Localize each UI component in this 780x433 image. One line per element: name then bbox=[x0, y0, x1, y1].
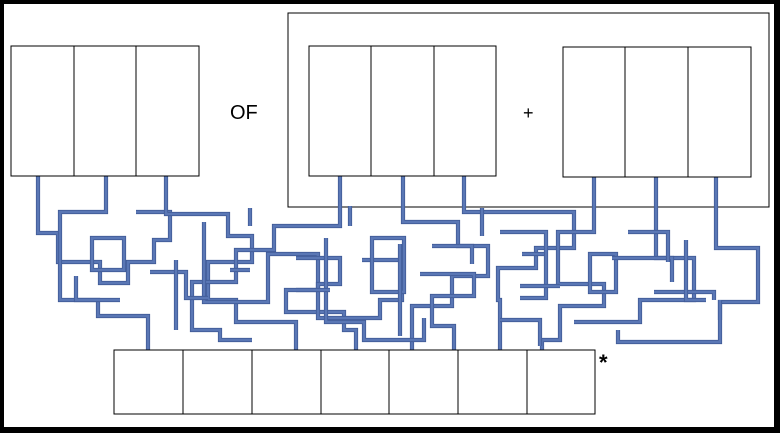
wires bbox=[35, 176, 761, 350]
plus-label: + bbox=[523, 103, 534, 123]
wire-edge bbox=[323, 238, 427, 343]
wire bbox=[324, 238, 426, 342]
wire bbox=[90, 236, 126, 272]
middle-cell-3 bbox=[433, 45, 497, 177]
wire bbox=[74, 276, 120, 302]
star-label: * bbox=[599, 350, 608, 375]
wire bbox=[628, 230, 670, 262]
wire bbox=[432, 244, 474, 264]
wire bbox=[190, 176, 342, 342]
wire bbox=[370, 236, 406, 294]
wire-edge bbox=[500, 317, 543, 346]
wire bbox=[588, 252, 618, 294]
bottom-cell-5 bbox=[388, 349, 459, 415]
left-group bbox=[10, 45, 200, 177]
of-label: OF bbox=[230, 102, 258, 124]
bottom-cell-1 bbox=[113, 349, 184, 415]
wire-edge bbox=[89, 235, 127, 273]
wire-edge bbox=[612, 255, 675, 282]
wire-edge bbox=[432, 243, 475, 264]
left-cell-1 bbox=[10, 45, 75, 177]
right-group bbox=[562, 46, 752, 178]
wire bbox=[462, 176, 576, 350]
bottom-group bbox=[113, 349, 596, 415]
bottom-cell-3 bbox=[251, 349, 322, 415]
wire bbox=[164, 176, 298, 350]
wire-edge bbox=[150, 269, 208, 301]
left-cell-2 bbox=[73, 45, 137, 177]
bottom-cell-7 bbox=[526, 349, 596, 415]
bottom-cell-6 bbox=[457, 349, 528, 415]
wire bbox=[420, 272, 476, 350]
wire bbox=[616, 177, 760, 344]
left-cell-3 bbox=[135, 45, 200, 177]
enclosing-box bbox=[287, 12, 770, 208]
middle-cell-1 bbox=[308, 45, 372, 177]
right-cell-2 bbox=[624, 46, 689, 178]
right-cell-3 bbox=[687, 46, 752, 178]
bottom-cell-4 bbox=[320, 349, 390, 415]
wire bbox=[500, 230, 548, 300]
middle-cell-2 bbox=[370, 45, 435, 177]
wire bbox=[654, 290, 716, 300]
wire-edge bbox=[420, 271, 477, 350]
wire bbox=[150, 270, 208, 300]
middle-group bbox=[308, 45, 497, 177]
wire bbox=[500, 318, 542, 346]
wire bbox=[612, 256, 674, 282]
wire bbox=[540, 177, 606, 350]
bottom-cell-2 bbox=[182, 349, 253, 415]
wire bbox=[684, 240, 706, 302]
right-cell-1 bbox=[562, 46, 626, 178]
